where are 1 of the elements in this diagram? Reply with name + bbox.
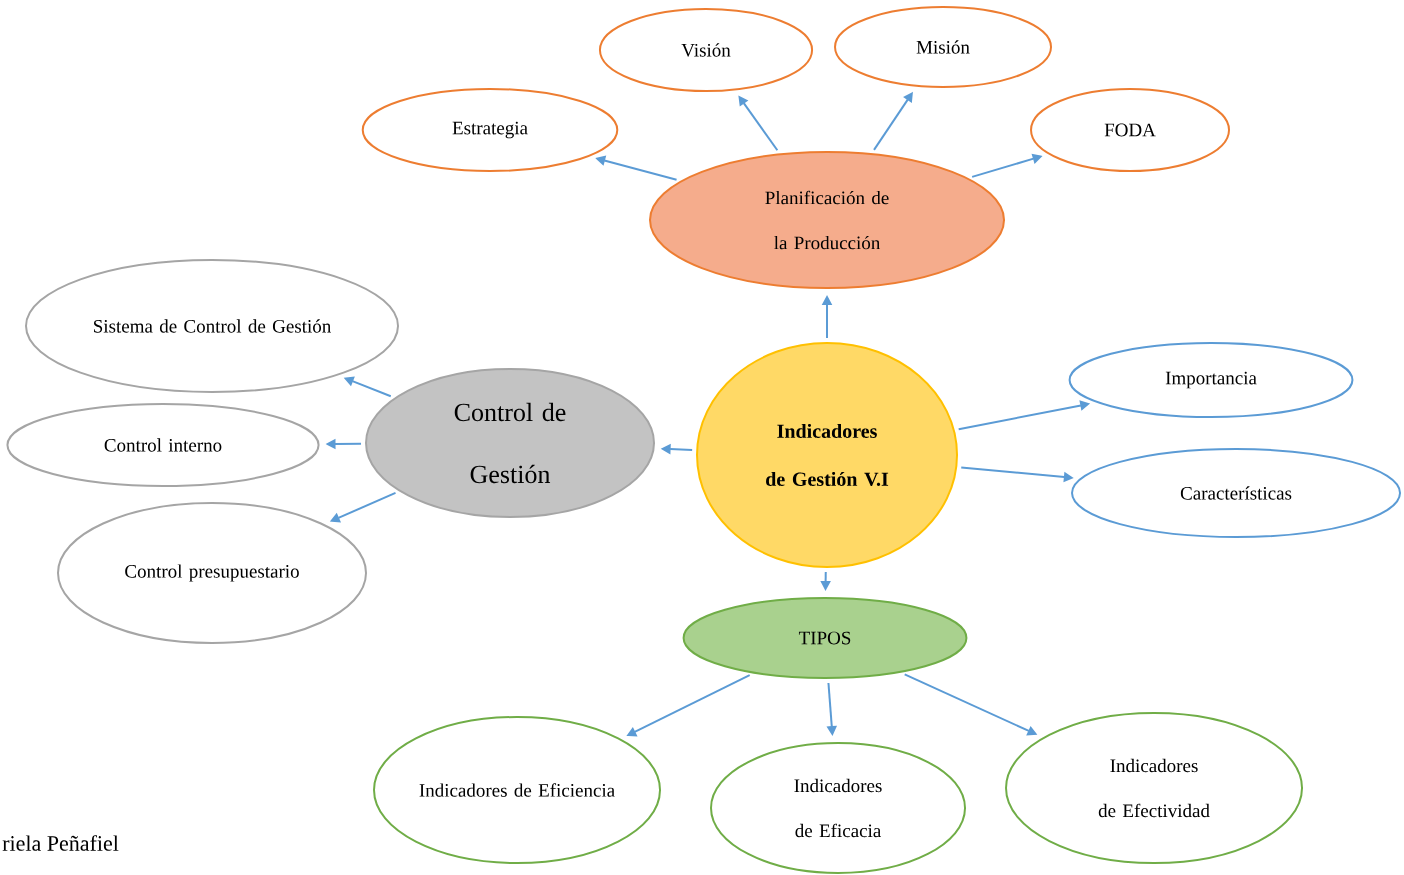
author-note: riela Peñafiel [2,835,119,851]
